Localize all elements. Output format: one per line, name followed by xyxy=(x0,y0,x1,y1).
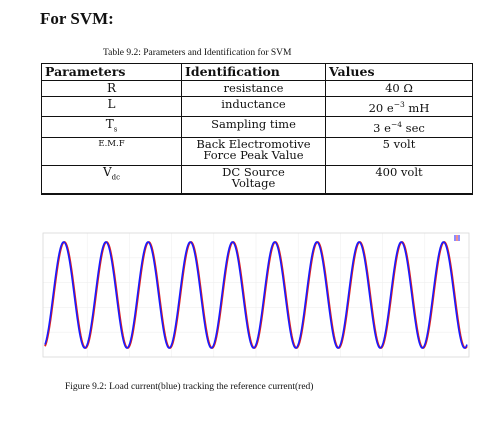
param-main: V xyxy=(102,165,112,180)
value-main: 20 e xyxy=(368,100,394,115)
table-row: L inductance 20 e−3 mH xyxy=(41,96,473,117)
param-subscript: dc xyxy=(111,173,121,182)
param-cell: Vdc xyxy=(41,165,182,195)
ident-cell: resistance xyxy=(181,80,326,97)
param-subscript: s xyxy=(113,125,118,134)
param-cell: L xyxy=(41,96,182,117)
table-header-row: Parameters Identification Values xyxy=(41,63,473,81)
value-cell: 40 Ω xyxy=(325,80,473,97)
plot-frame xyxy=(42,232,470,358)
value-cell: 400 volt xyxy=(325,165,473,195)
param-cell: E.M.F xyxy=(41,137,182,167)
chart-svg xyxy=(37,227,471,365)
current-tracking-chart xyxy=(37,227,471,365)
value-cell: 5 volt xyxy=(325,137,473,167)
value-unit: mH xyxy=(404,100,430,115)
param-cell: Ts xyxy=(41,115,182,139)
ident-line: Voltage xyxy=(231,176,276,191)
ident-cell: Sampling time xyxy=(181,115,326,139)
table-row: Ts Sampling time 3 e−4 sec xyxy=(41,115,473,139)
header-values: Values xyxy=(325,63,473,81)
param-main: T xyxy=(105,116,114,131)
ident-line: DC Source xyxy=(222,165,285,180)
value-main: 3 e xyxy=(373,120,391,135)
param-cell: R xyxy=(41,80,182,97)
ident-line: Back Electromotive xyxy=(196,137,311,152)
series-group xyxy=(44,241,468,349)
section-heading: For SVM: xyxy=(40,9,114,28)
figure-caption: Figure 9.2: Load current(blue) tracking … xyxy=(65,382,314,392)
value-exponent: −4 xyxy=(390,119,403,129)
legend-icon xyxy=(454,235,460,241)
value-unit: sec xyxy=(402,120,425,135)
value-cell: 3 e−4 sec xyxy=(325,115,473,139)
header-parameters: Parameters xyxy=(41,63,182,81)
value-exponent: −3 xyxy=(393,100,405,109)
value-cell: 20 e−3 mH xyxy=(325,96,473,117)
load-current-line xyxy=(44,241,468,349)
parameters-table: Parameters Identification Values R resis… xyxy=(41,63,473,195)
table-row: R resistance 40 Ω xyxy=(41,80,473,97)
ident-line: Force Peak Value xyxy=(203,148,304,163)
ident-cell: inductance xyxy=(181,96,326,117)
header-identification: Identification xyxy=(181,63,326,81)
grid-lines xyxy=(43,233,469,357)
table-caption: Table 9.2: Parameters and Identification… xyxy=(103,48,292,58)
